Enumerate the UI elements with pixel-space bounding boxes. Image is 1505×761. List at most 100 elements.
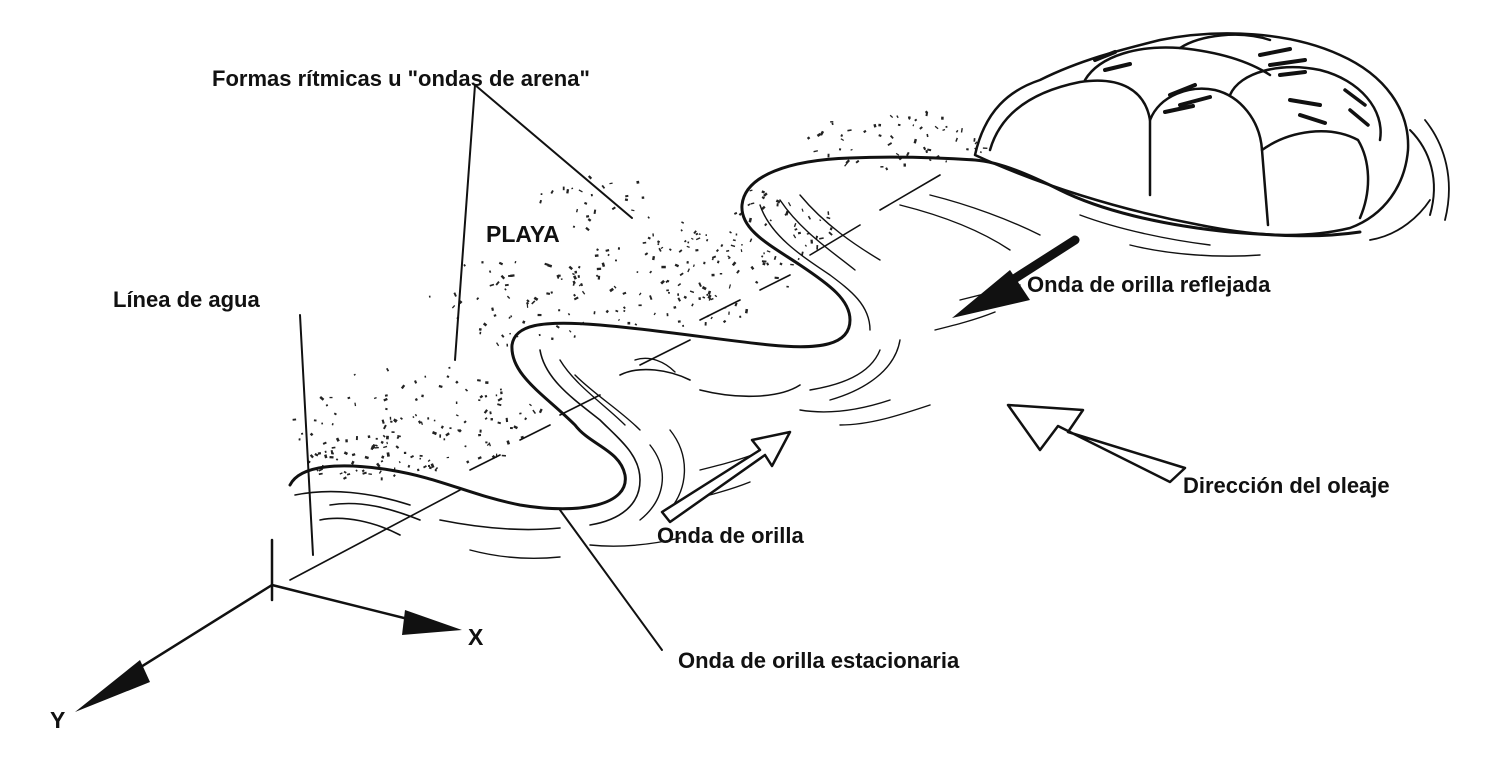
sand-speck [734, 302, 738, 307]
sand-speck [392, 474, 396, 478]
sand-speck [830, 121, 834, 123]
sand-speck [642, 241, 647, 244]
sand-speck [701, 286, 707, 291]
sand-speck [346, 473, 351, 476]
sand-speck [631, 209, 635, 212]
sand-speck [720, 243, 724, 248]
sand-speck [674, 263, 680, 268]
sand-speck [489, 283, 495, 287]
sand-speck [525, 301, 530, 305]
sand-speck [647, 216, 650, 219]
sand-speck [585, 226, 590, 232]
sand-speck [479, 331, 482, 335]
sand-speck [493, 314, 497, 317]
sand-speck [744, 308, 749, 314]
sand-speck [687, 268, 690, 273]
sand-speck [794, 228, 798, 231]
sand-speck [790, 263, 794, 266]
sand-speck [573, 296, 579, 301]
sand-speck [649, 295, 653, 300]
sand-speck [419, 457, 422, 460]
sand-speck [343, 451, 349, 456]
sand-speck [605, 309, 609, 314]
sand-speck [982, 147, 988, 150]
sand-speck [574, 270, 578, 274]
sand-speck [445, 432, 450, 437]
sand-speck [351, 453, 356, 457]
sand-speck [960, 127, 963, 133]
shoreline [288, 155, 1362, 560]
sand-speck [386, 367, 390, 372]
sand-speck [319, 396, 325, 401]
sand-speck [666, 313, 669, 317]
sand-speck [550, 190, 554, 194]
sand-speck [878, 134, 882, 137]
sand-speck [476, 297, 480, 301]
sand-speck [322, 441, 327, 445]
sand-speck [638, 304, 642, 307]
sand-speck [733, 211, 738, 215]
sand-speck [540, 193, 543, 195]
sand-speck [625, 194, 629, 198]
sand-speck [390, 420, 393, 423]
sand-speck [622, 306, 626, 310]
sand-speck [815, 235, 819, 239]
sand-speck [729, 231, 732, 234]
sand-speck [313, 419, 317, 422]
sand-speck [741, 244, 743, 246]
sand-speck [497, 421, 502, 425]
sand-speck [427, 417, 430, 420]
sand-speck [703, 261, 706, 265]
sand-speck [428, 295, 431, 298]
sand-speck [928, 158, 932, 162]
sand-speck [393, 418, 396, 422]
sand-speck [478, 433, 482, 437]
sand-speck [728, 311, 730, 315]
sand-speck [403, 451, 407, 455]
y-axis-arrow-icon [75, 660, 150, 712]
sand-speck [763, 192, 768, 197]
sand-speck [568, 330, 572, 333]
sand-speck [484, 394, 488, 398]
sand-speck [398, 461, 401, 464]
sand-speck [596, 248, 599, 251]
sand-speck [382, 434, 386, 438]
sand-speck [698, 282, 702, 288]
sand-speck [572, 272, 575, 276]
sand-speck [427, 459, 431, 463]
sand-speck [683, 295, 687, 299]
sand-speck [787, 202, 792, 207]
sand-speck [568, 265, 573, 271]
sand-speck [478, 327, 482, 331]
sand-speck [386, 435, 389, 440]
axes [75, 538, 462, 712]
sand-speck [524, 417, 528, 421]
sand-speck [840, 138, 845, 142]
sand-speck [532, 409, 537, 414]
sand-speck [897, 123, 901, 127]
sand-speck [329, 396, 333, 399]
sand-speck [526, 303, 529, 308]
sand-speck [587, 218, 592, 222]
sand-speck [761, 190, 766, 194]
sand-speck [361, 469, 365, 473]
sand-speck [779, 262, 783, 266]
sand-speck [973, 138, 976, 142]
sand-speck [477, 379, 481, 382]
sand-speck [321, 422, 324, 425]
sand-speck [414, 398, 418, 402]
sand-speck [773, 255, 777, 261]
standing-edge-wave-label: Onda de orilla estacionaria [678, 648, 960, 673]
sand-speck [498, 261, 504, 266]
sand-speck [914, 118, 918, 122]
sand-speck [895, 152, 900, 156]
sand-speck [551, 337, 554, 341]
sand-speck [707, 294, 712, 300]
sand-speck [453, 292, 457, 297]
sand-speck [792, 234, 797, 239]
sand-speck [595, 274, 599, 278]
sand-speck [414, 413, 418, 417]
sand-speck [679, 272, 684, 277]
sand-speck [702, 296, 706, 299]
sand-speck [735, 233, 738, 236]
